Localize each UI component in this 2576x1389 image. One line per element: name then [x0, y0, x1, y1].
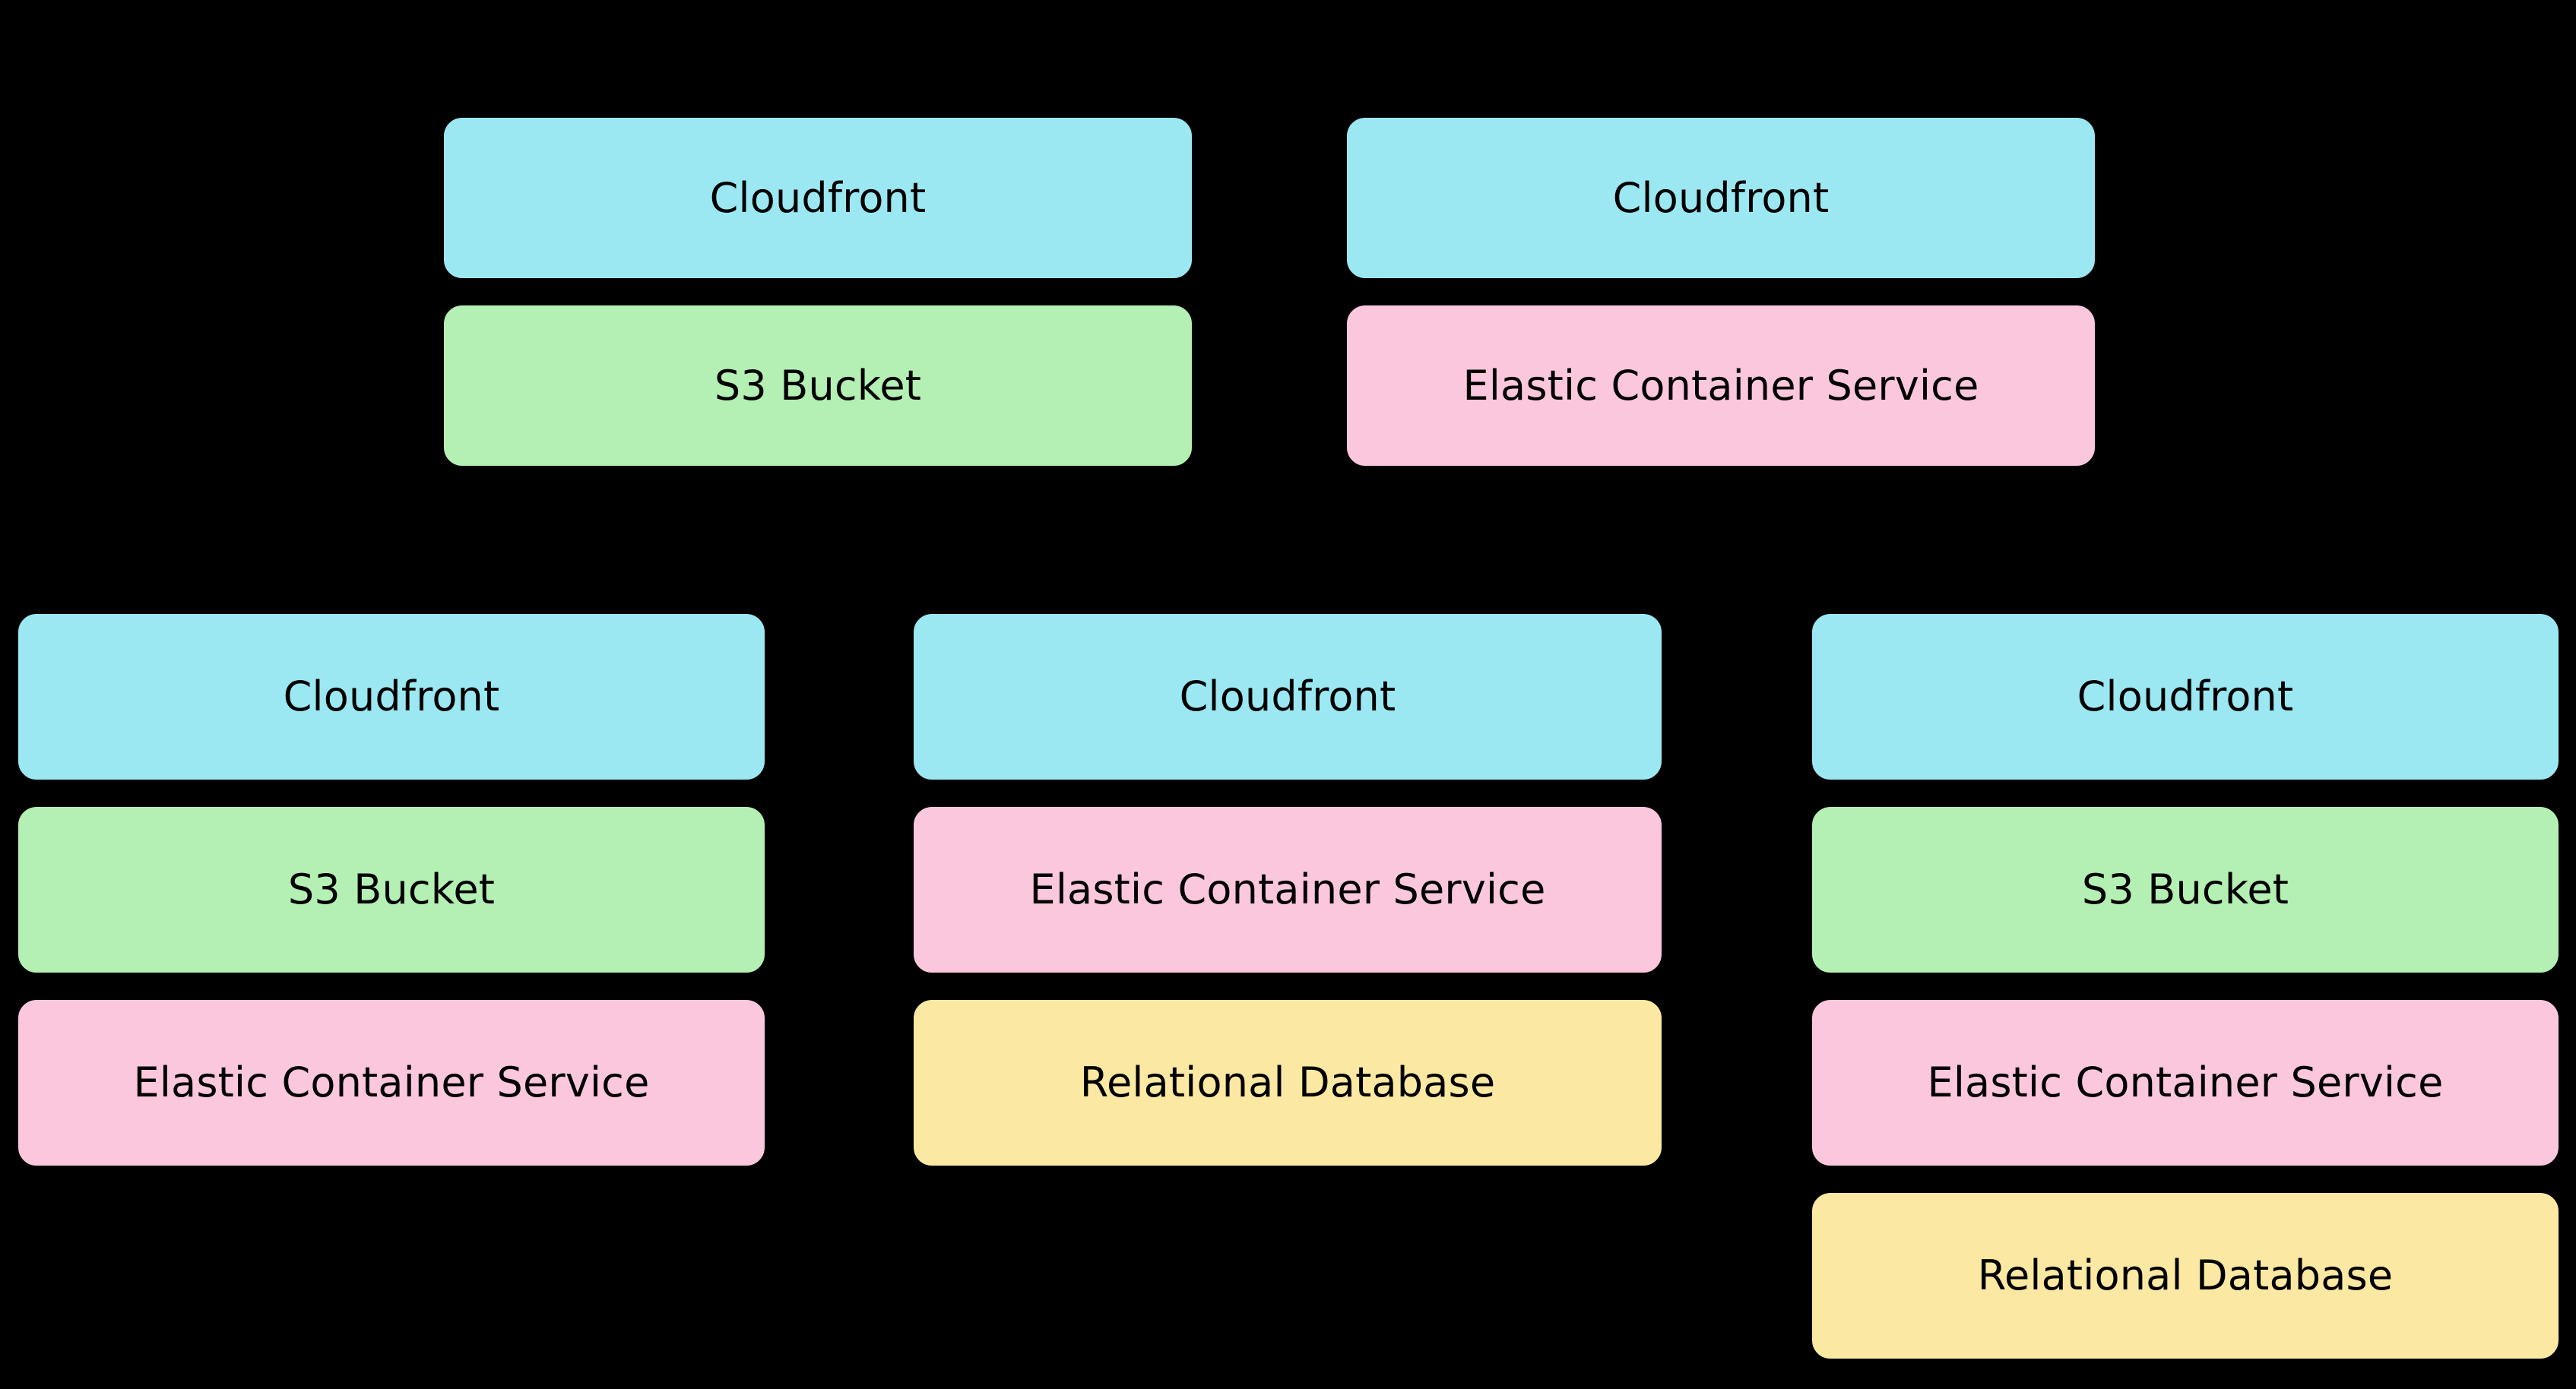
node-cloudfront[interactable]: Cloudfront [1811, 612, 2560, 781]
node-cloudfront[interactable]: Cloudfront [442, 116, 1193, 280]
node-ecs[interactable]: Elastic Container Service [1345, 304, 2096, 467]
node-label: Cloudfront [1179, 672, 1396, 720]
node-s3[interactable]: S3 Bucket [442, 304, 1193, 467]
node-rds[interactable]: Relational Database [912, 998, 1663, 1167]
node-label: Cloudfront [1612, 173, 1830, 222]
node-label: Relational Database [1977, 1251, 2394, 1299]
node-label: S3 Bucket [714, 361, 922, 410]
node-label: Relational Database [1079, 1058, 1496, 1106]
node-label: Elastic Container Service [1462, 361, 1979, 410]
node-label: Elastic Container Service [133, 1058, 650, 1106]
node-label: Cloudfront [283, 672, 500, 720]
node-s3[interactable]: S3 Bucket [17, 805, 766, 974]
node-cloudfront[interactable]: Cloudfront [17, 612, 766, 781]
node-cloudfront[interactable]: Cloudfront [1345, 116, 2096, 280]
node-label: Cloudfront [709, 173, 927, 222]
node-s3[interactable]: S3 Bucket [1811, 805, 2560, 974]
node-rds[interactable]: Relational Database [1811, 1191, 2560, 1360]
node-ecs[interactable]: Elastic Container Service [1811, 998, 2560, 1167]
node-label: Cloudfront [2077, 672, 2294, 720]
node-label: S3 Bucket [2081, 865, 2289, 913]
node-label: S3 Bucket [287, 865, 496, 913]
node-label: Elastic Container Service [1029, 865, 1546, 913]
node-ecs[interactable]: Elastic Container Service [912, 805, 1663, 974]
node-cloudfront[interactable]: Cloudfront [912, 612, 1663, 781]
node-ecs[interactable]: Elastic Container Service [17, 998, 766, 1167]
node-label: Elastic Container Service [1927, 1058, 2444, 1106]
